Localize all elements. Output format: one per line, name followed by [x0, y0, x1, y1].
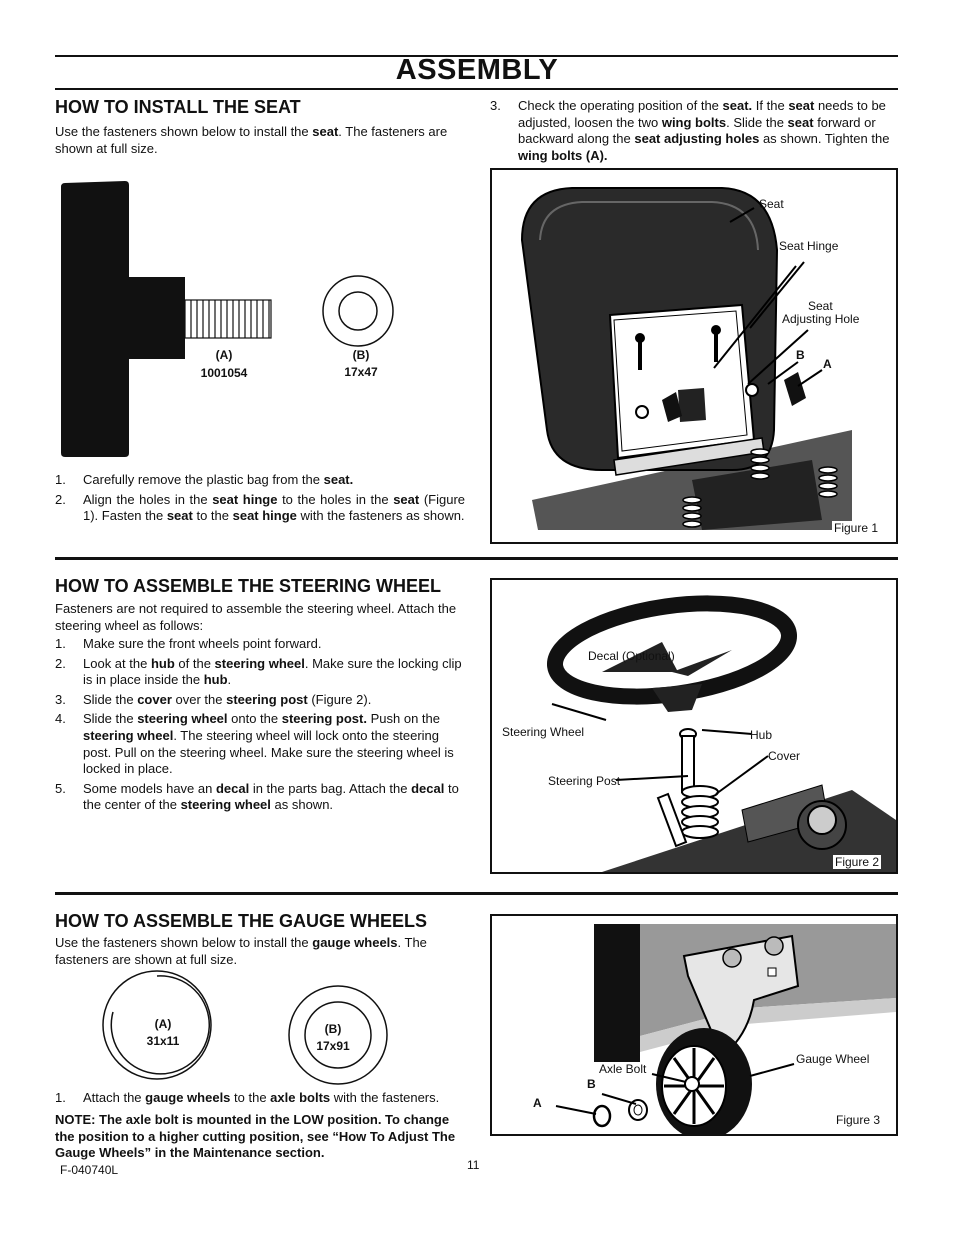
gauge-fastener-a-letter: (A)	[154, 1017, 172, 1031]
fig1-label-seat: Seat	[759, 197, 784, 211]
seat-illustration	[520, 187, 852, 530]
fig2-label-hub: Hub	[750, 728, 773, 742]
footer-doc-code: F-040740L	[60, 1163, 119, 1177]
fig3-caption: Figure 3	[836, 1113, 881, 1127]
fig2-label-wheel: Steering Wheel	[502, 725, 585, 739]
seat-fastener-b-letter: (B)	[352, 348, 370, 362]
footer-page-number: 11	[467, 1158, 480, 1172]
fig1-label-hole-1: Seat	[808, 299, 833, 313]
fig2-caption: Figure 2	[833, 855, 882, 869]
steering-steps: 1.Make sure the front wheels point forwa…	[55, 636, 465, 817]
seat-steps-left: 1.Carefully remove the plastic bag from …	[55, 472, 465, 528]
seat-fastener-a-code: 1001054	[200, 366, 248, 380]
fig1-label-a: A	[823, 357, 832, 371]
seat-step-1: 1.Carefully remove the plastic bag from …	[55, 472, 354, 487]
seat-step-2: 2.Align the holes in the seat hinge to t…	[55, 491, 466, 524]
steering-step-3: 3.Slide the cover over the steering post…	[55, 691, 372, 707]
gauge-intro: Use the fasteners shown below to install…	[55, 935, 427, 967]
fig1-caption: Figure 1	[832, 521, 881, 535]
gauge-fastener-a-code: 31x11	[146, 1034, 180, 1048]
gauge-fasteners-drawing	[102, 970, 388, 1085]
bolt-shank	[129, 277, 185, 359]
seat-heading: HOW TO INSTALL THE SEAT	[55, 97, 301, 117]
section-rule-1	[55, 557, 898, 560]
bolt-head	[61, 181, 129, 457]
gauge-fastener-b-code: 17x91	[316, 1039, 350, 1053]
fig2-label-decal: Decal (Optional)	[588, 649, 675, 663]
washer-inner	[338, 291, 378, 331]
gauge-washer-outer	[288, 985, 388, 1085]
gauge-fastener-b-letter: (B)	[324, 1022, 342, 1036]
seat-step-3: 3.Check the operating position of the se…	[490, 98, 890, 163]
seat-fasteners-drawing	[61, 181, 394, 457]
fig1-label-b: B	[796, 348, 805, 362]
steering-step-4: 4.Slide the steering wheel onto the stee…	[55, 711, 454, 777]
fig2-label-post: Steering Post	[548, 774, 621, 788]
fig3-label-b: B	[587, 1077, 596, 1091]
steering-intro: Fasteners are not required to assemble t…	[55, 601, 457, 633]
steering-illustration	[546, 595, 896, 872]
figure-1: Seat Seat Hinge Seat Adjusting Hole B A …	[490, 168, 898, 544]
seat-hinge-plate	[608, 303, 756, 460]
fig2-label-cover: Cover	[768, 749, 801, 763]
bolt-thread	[184, 299, 272, 339]
steering-heading: HOW TO ASSEMBLE THE STEERING WHEEL	[55, 576, 442, 596]
figure-3: Axle Bolt B A Gauge Wheel Figure 3	[490, 914, 898, 1136]
fig3-label-wheel: Gauge Wheel	[796, 1052, 870, 1066]
gauge-heading: HOW TO ASSEMBLE THE GAUGE WHEELS	[55, 911, 428, 931]
fig1-label-hole-2: Adjusting Hole	[782, 312, 860, 326]
seat-fastener-a-letter: (A)	[215, 348, 233, 362]
seat-fastener-b-code: 17x47	[344, 365, 378, 379]
fig3-label-axle: Axle Bolt	[599, 1062, 647, 1076]
lock-ring-outer	[102, 970, 212, 1080]
fig1-label-hinge: Seat Hinge	[779, 239, 839, 253]
gauge-washer-inner	[304, 1001, 372, 1069]
gauge-note: NOTE: The axle bolt is mounted in the LO…	[55, 1112, 456, 1161]
gauge-step-1: 1.Attach the gauge wheels to the axle bo…	[55, 1090, 440, 1105]
top-rule	[55, 55, 898, 57]
steering-step-2: 2.Look at the hub of the steering wheel.…	[55, 655, 462, 688]
gauge-wheel-illustration	[555, 924, 896, 1134]
figure-2: Decal (Optional) Steering Wheel Hub Cove…	[490, 578, 898, 874]
steering-step-5: 5.Some models have an decal in the parts…	[55, 780, 459, 813]
washer-outer	[322, 275, 394, 347]
fig3-label-a: A	[533, 1096, 542, 1110]
lock-ring-inner	[110, 975, 211, 1075]
seat-intro: Use the fasteners shown below to install…	[55, 124, 448, 156]
title-rule	[55, 88, 898, 90]
section-rule-2	[55, 892, 898, 895]
gauge-steps: 1.Attach the gauge wheels to the axle bo…	[55, 1090, 465, 1110]
page-title: ASSEMBLY	[395, 54, 559, 86]
seat-steps-right: 3.Check the operating position of the se…	[490, 98, 900, 167]
steering-step-1: 1.Make sure the front wheels point forwa…	[55, 636, 322, 651]
